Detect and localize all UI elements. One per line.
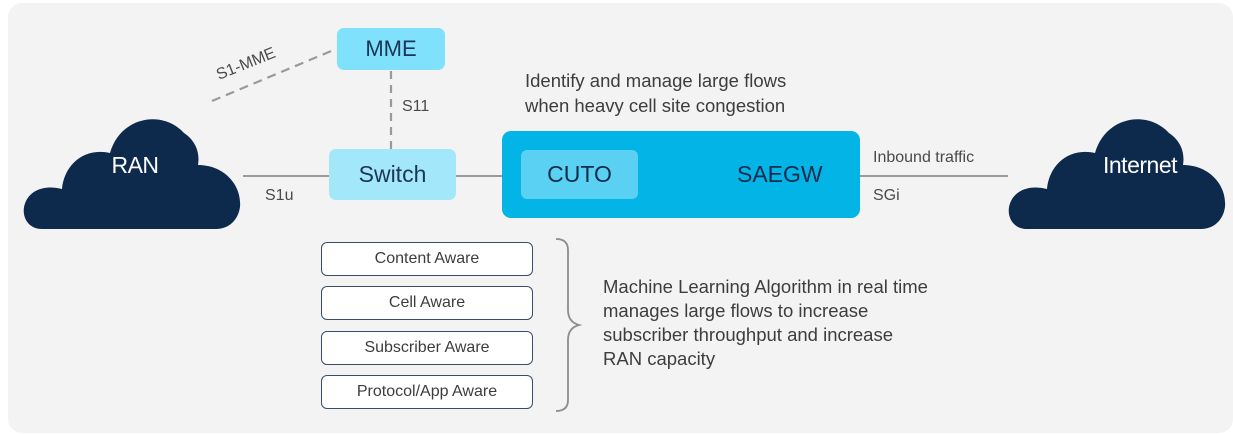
cell-aware-box: Cell Aware bbox=[321, 286, 533, 320]
sgi-label: SGi bbox=[873, 187, 900, 204]
saegw-label: SAEGW bbox=[737, 161, 823, 187]
switch-node: Switch bbox=[329, 149, 456, 200]
cuto-node: CUTO bbox=[521, 150, 638, 199]
s1-mme-link bbox=[211, 47, 337, 103]
protocol-app-aware-box: Protocol/App Aware bbox=[321, 375, 533, 409]
ml-line-1: Machine Learning Algorithm in real time bbox=[603, 276, 928, 297]
inbound-traffic-label: Inbound traffic bbox=[873, 149, 975, 166]
content-aware-box: Content Aware bbox=[321, 242, 533, 276]
ml-line-3: subscriber throughput and increase bbox=[603, 324, 894, 345]
ml-description: Machine Learning Algorithm in real time … bbox=[603, 275, 928, 371]
internet-cloud-icon bbox=[1008, 119, 1226, 229]
s1u-label: S1u bbox=[265, 187, 294, 204]
ml-line-4: RAN capacity bbox=[603, 348, 716, 369]
s11-label: S11 bbox=[402, 98, 430, 115]
mme-node: MME bbox=[337, 28, 445, 70]
cuto-label: CUTO bbox=[547, 161, 612, 187]
internet-label: Internet bbox=[1103, 152, 1178, 178]
flow-caption: Identify and manage large flows when hea… bbox=[525, 68, 786, 118]
ran-label: RAN bbox=[111, 152, 159, 178]
brace bbox=[555, 238, 583, 412]
ran-cloud-icon bbox=[23, 119, 241, 229]
mme-label: MME bbox=[365, 36, 417, 61]
ml-line-2: manages large flows to increase bbox=[603, 300, 869, 321]
switch-label: Switch bbox=[358, 161, 427, 187]
subscriber-aware-box: Subscriber Aware bbox=[321, 331, 533, 365]
caption-line-2: when heavy cell site congestion bbox=[525, 95, 786, 116]
caption-line-1: Identify and manage large flows bbox=[525, 70, 787, 91]
